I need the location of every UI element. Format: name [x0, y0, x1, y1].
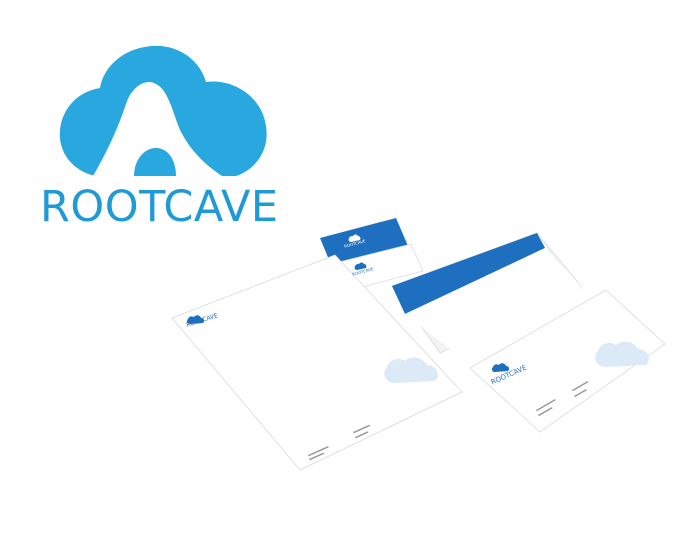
cloud-watermark-icon	[384, 357, 438, 383]
brand-wordmark: ROOTCAVE	[40, 182, 279, 232]
